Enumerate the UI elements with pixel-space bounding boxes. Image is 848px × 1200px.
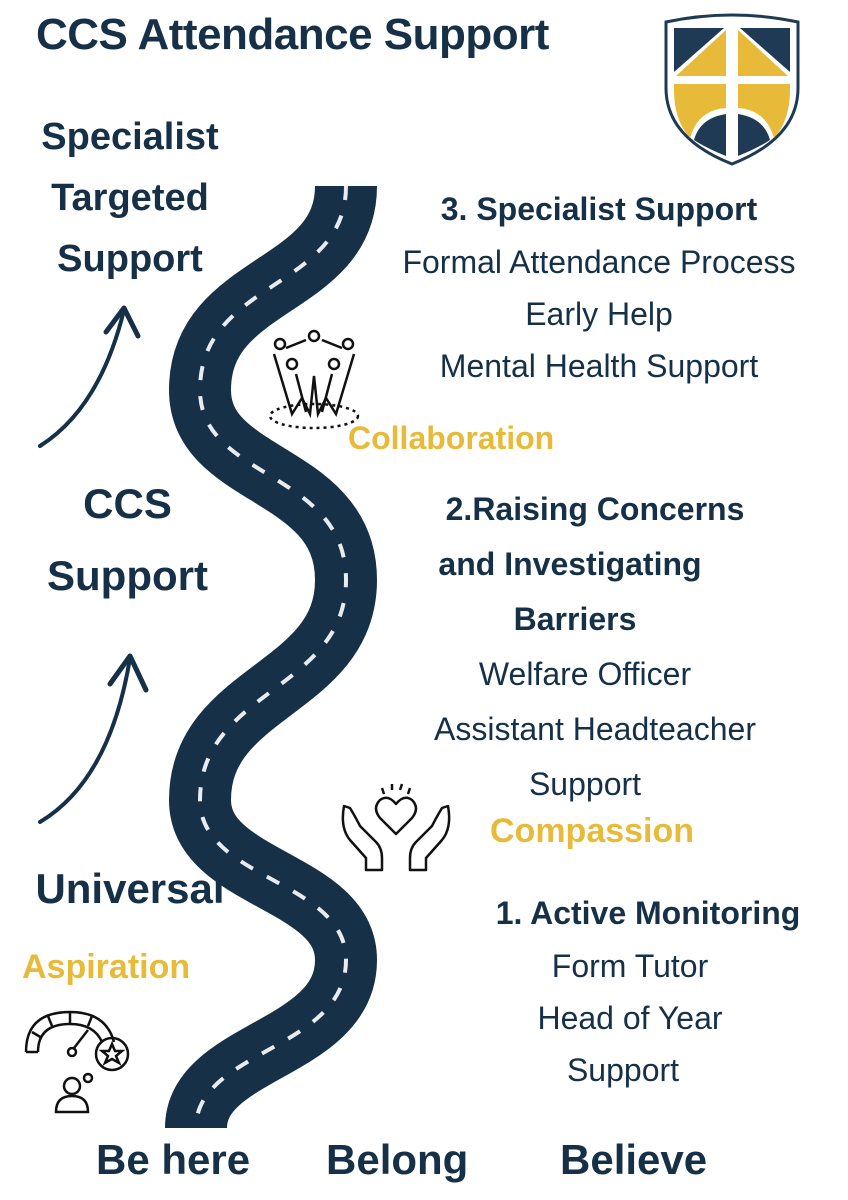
stage-3-specialist-support: 3. Specialist Support Formal Attendance …	[368, 182, 830, 392]
tier-line: CCS	[83, 480, 172, 527]
speedometer-star-person-icon	[24, 1010, 130, 1114]
shield-crest-icon	[664, 13, 800, 166]
tier-label-universal: Universal	[35, 865, 225, 912]
group-celebrating-icon	[268, 329, 360, 430]
hands-holding-heart-icon	[341, 783, 451, 872]
stage-2-raising-concerns: 2.Raising Concerns and Investigating Bar…	[395, 482, 795, 812]
stage-heading: 3. Specialist Support	[440, 191, 758, 227]
arrow-up-icon	[38, 653, 149, 824]
stage-item: Early Help	[525, 296, 673, 332]
stage-heading: 1. Active Monitoring	[495, 895, 801, 931]
arrow-up-icon	[38, 305, 141, 448]
stage-item: Assistant Headteacher	[434, 711, 756, 747]
stage-item: Form Tutor	[551, 948, 709, 984]
stage-1-active-monitoring: 1. Active Monitoring Form Tutor Head of …	[450, 886, 810, 1096]
tier-line: Specialist	[41, 116, 219, 158]
value-compassion: Compassion	[490, 812, 695, 850]
tier-line: Support	[47, 552, 208, 599]
stage-item: Mental Health Support	[439, 348, 759, 384]
stage-heading: Barriers	[513, 601, 637, 637]
tier-label-specialist-targeted: Specialist Targeted Support	[20, 107, 240, 290]
stage-heading: and Investigating	[438, 546, 702, 582]
stage-item: Formal Attendance Process	[402, 244, 796, 280]
motto-be-here: Be here	[96, 1136, 251, 1183]
stage-item: Head of Year	[537, 1000, 723, 1036]
tier-line: Targeted	[51, 177, 209, 219]
motto-believe: Believe	[560, 1136, 708, 1183]
stage-heading: 2.Raising Concerns	[445, 491, 745, 527]
value-aspiration: Aspiration	[22, 948, 191, 986]
stage-item: Support	[566, 1052, 680, 1088]
value-collaboration: Collaboration	[348, 420, 555, 456]
tier-line: Support	[57, 238, 203, 280]
motto-belong: Belong	[326, 1136, 469, 1183]
stage-item: Support	[528, 766, 642, 802]
stage-item: Welfare Officer	[478, 656, 692, 692]
page-title: CCS Attendance Support	[36, 10, 549, 59]
tier-label-ccs-support: CCS Support	[20, 468, 235, 612]
